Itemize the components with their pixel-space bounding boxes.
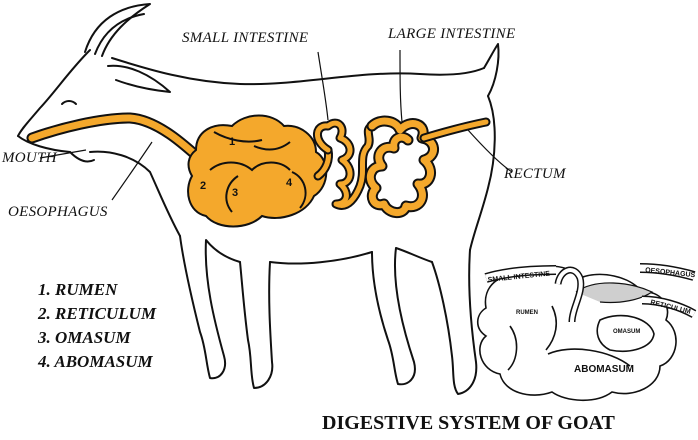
- label-mouth: MOUTH: [2, 150, 57, 167]
- label-large-intestine: LARGE INTESTINE: [388, 26, 515, 43]
- inset-label-oesophagus: OESOPHAGUS: [645, 267, 696, 279]
- legend-item-reticulum: 2. RETICULUM: [38, 302, 156, 326]
- label-rectum: RECTUM: [504, 166, 566, 183]
- stomach-number-1: 1: [229, 136, 235, 148]
- stomach-number-2: 2: [200, 180, 206, 192]
- label-small-intestine: SMALL INTESTINE: [182, 30, 308, 47]
- legend-item-abomasum: 4. ABOMASUM: [38, 350, 156, 374]
- diagram-title: DIGESTIVE SYSTEM OF GOAT: [322, 412, 615, 435]
- inset-label-rumen: RUMEN: [516, 310, 538, 316]
- legend-item-omasum: 3. OMASUM: [38, 326, 156, 350]
- stomach-number-3: 3: [232, 187, 238, 199]
- stomach: [188, 116, 326, 227]
- stomach-number-4: 4: [286, 177, 293, 189]
- inset-label-omasum: OMASUM: [613, 329, 640, 335]
- stomach-legend: 1. RUMEN 2. RETICULUM 3. OMASUM 4. ABOMA…: [38, 278, 156, 374]
- legend-item-rumen: 1. RUMEN: [38, 278, 156, 302]
- inset-stomach: [478, 266, 694, 400]
- label-oesophagus: OESOPHAGUS: [8, 204, 108, 221]
- inset-label-abomasum: ABOMASUM: [574, 364, 634, 375]
